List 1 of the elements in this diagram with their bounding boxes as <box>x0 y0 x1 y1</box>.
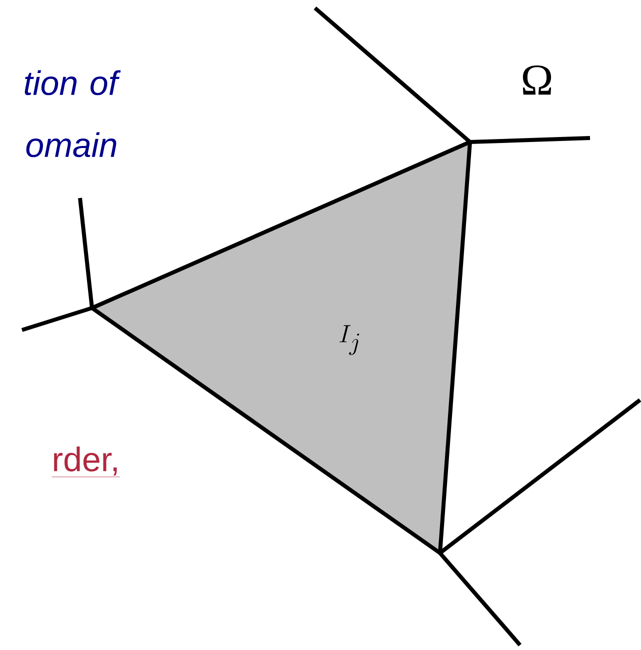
domain-symbol: Ω <box>522 65 552 95</box>
